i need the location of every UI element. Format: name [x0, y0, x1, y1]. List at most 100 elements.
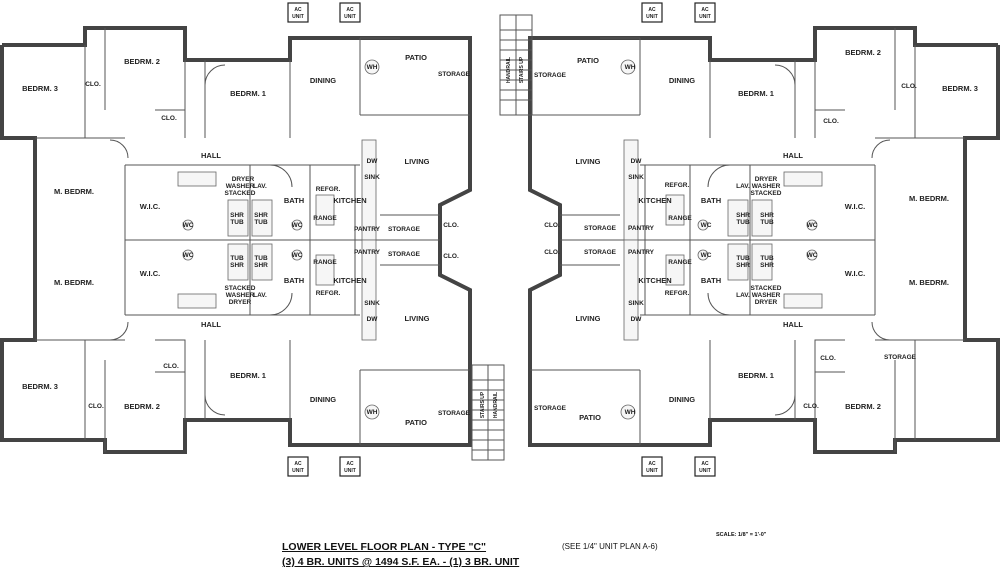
- plan-unit-summary: (3) 4 BR. UNITS @ 1494 S.F. EA. - (1) 3 …: [282, 556, 520, 568]
- fixture-label: WC: [701, 252, 712, 259]
- room-label: BEDRM. 3: [22, 382, 58, 391]
- room-label: M. BEDRM.: [909, 278, 949, 287]
- room-label: STORAGE: [584, 249, 617, 256]
- fixture-label: WC: [807, 252, 818, 259]
- room-label: CLO.: [443, 253, 459, 260]
- room-label: PANTRY: [628, 249, 655, 256]
- fixture-label: WC: [701, 222, 712, 229]
- fixture-label: SHR: [230, 212, 244, 219]
- fixture-label: DRYER: [755, 176, 778, 183]
- fixture-label: TUB: [254, 255, 268, 262]
- room-label: CLO.: [901, 83, 917, 90]
- fixture-label: REFGR.: [665, 182, 690, 189]
- left-building-labels: BEDRM. 3 BEDRM. 2 BEDRM. 1 DINING PATIO …: [22, 53, 525, 427]
- fixture-label: TUB: [736, 219, 750, 226]
- room-label: PATIO: [405, 53, 427, 62]
- svg-text:UNIT: UNIT: [699, 14, 711, 20]
- room-label: W.I.C.: [140, 269, 160, 278]
- room-label: DINING: [310, 76, 336, 85]
- stairs-bottom: [471, 364, 505, 461]
- fixture-label: SINK: [364, 300, 380, 307]
- room-label: DINING: [669, 76, 695, 85]
- plan-title: LOWER LEVEL FLOOR PLAN - TYPE "C": [282, 541, 487, 553]
- left-building-walls: [0, 26, 472, 454]
- room-label: CLO.: [544, 222, 560, 229]
- fixture-label: SHR: [254, 212, 268, 219]
- fixture-label: DRYER: [232, 176, 255, 183]
- room-label: LIVING: [575, 314, 600, 323]
- svg-text:AC: AC: [648, 7, 656, 13]
- right-building-labels: BEDRM. 3 BEDRM. 2 BEDRM. 1 DINING PATIO …: [534, 48, 978, 422]
- fixture-label: WASHER: [226, 183, 255, 190]
- fixture-label: WC: [183, 252, 194, 259]
- room-label: CLO.: [88, 403, 104, 410]
- right-building-walls: [528, 26, 1000, 454]
- fixture-label: DW: [631, 158, 643, 165]
- room-label: STORAGE: [388, 226, 421, 233]
- stair-label: STAIRS UP: [519, 56, 525, 83]
- svg-text:AC: AC: [294, 7, 302, 13]
- scale-note: SCALE: 1/8" = 1'-0": [716, 532, 767, 538]
- fixture-label: TUB: [254, 219, 268, 226]
- room-label: BEDRM. 2: [845, 48, 881, 57]
- room-label: CLO.: [161, 115, 177, 122]
- room-label: DINING: [310, 395, 336, 404]
- room-label: BEDRM. 2: [124, 402, 160, 411]
- fixture-label: SHR: [254, 262, 268, 269]
- room-label: CLO.: [544, 249, 560, 256]
- room-label: BATH: [284, 276, 304, 285]
- room-label: BEDRM. 1: [230, 371, 266, 380]
- fixture-label: DW: [631, 316, 643, 323]
- fixture-label: RANGE: [668, 259, 692, 266]
- room-label: CLO.: [163, 363, 179, 370]
- room-label: W.I.C.: [845, 269, 865, 278]
- room-label: M. BEDRM.: [909, 194, 949, 203]
- room-label: LIVING: [404, 157, 429, 166]
- fixture-label: WASHER: [752, 292, 781, 299]
- fixture-label: DW: [367, 316, 379, 323]
- room-label: STORAGE: [534, 72, 567, 79]
- room-label: KITCHEN: [638, 276, 671, 285]
- room-label: CLO.: [803, 403, 819, 410]
- room-label: STORAGE: [534, 405, 567, 412]
- room-label: LIVING: [575, 157, 600, 166]
- fixture-label: WC: [292, 222, 303, 229]
- room-label: W.I.C.: [845, 202, 865, 211]
- room-label: BEDRM. 1: [230, 89, 266, 98]
- room-label: M. BEDRM.: [54, 278, 94, 287]
- fixture-label: REFGR.: [316, 186, 341, 193]
- room-label: PANTRY: [354, 226, 381, 233]
- room-label: CLO.: [820, 355, 836, 362]
- fixture-label: WC: [292, 252, 303, 259]
- svg-text:UNIT: UNIT: [292, 468, 304, 474]
- room-label: STORAGE: [438, 71, 471, 78]
- fixture-label: STACKED: [225, 285, 256, 292]
- fixture-label: LAV.: [253, 292, 267, 299]
- room-label: M. BEDRM.: [54, 187, 94, 196]
- fixture-label: SHR: [736, 212, 750, 219]
- svg-text:UNIT: UNIT: [344, 14, 356, 20]
- room-label: LIVING: [404, 314, 429, 323]
- room-label: PANTRY: [628, 225, 655, 232]
- room-label: PATIO: [579, 413, 601, 422]
- plan-reference-note: (SEE 1/4" UNIT PLAN A-6): [562, 542, 658, 551]
- room-label: DINING: [669, 395, 695, 404]
- room-label: W.I.C.: [140, 202, 160, 211]
- fixture-label: LAV.: [736, 183, 750, 190]
- room-label: KITCHEN: [333, 196, 366, 205]
- fixture-label: TUB: [736, 255, 750, 262]
- room-label: STORAGE: [388, 251, 421, 258]
- fixture-label: STACKED: [225, 190, 256, 197]
- fixture-label: SHR: [760, 212, 774, 219]
- room-label: STORAGE: [584, 225, 617, 232]
- room-label: BEDRM. 1: [738, 89, 774, 98]
- fixture-label: LAV.: [253, 183, 267, 190]
- fixture-label: WC: [807, 222, 818, 229]
- fixture-label: SINK: [364, 174, 380, 181]
